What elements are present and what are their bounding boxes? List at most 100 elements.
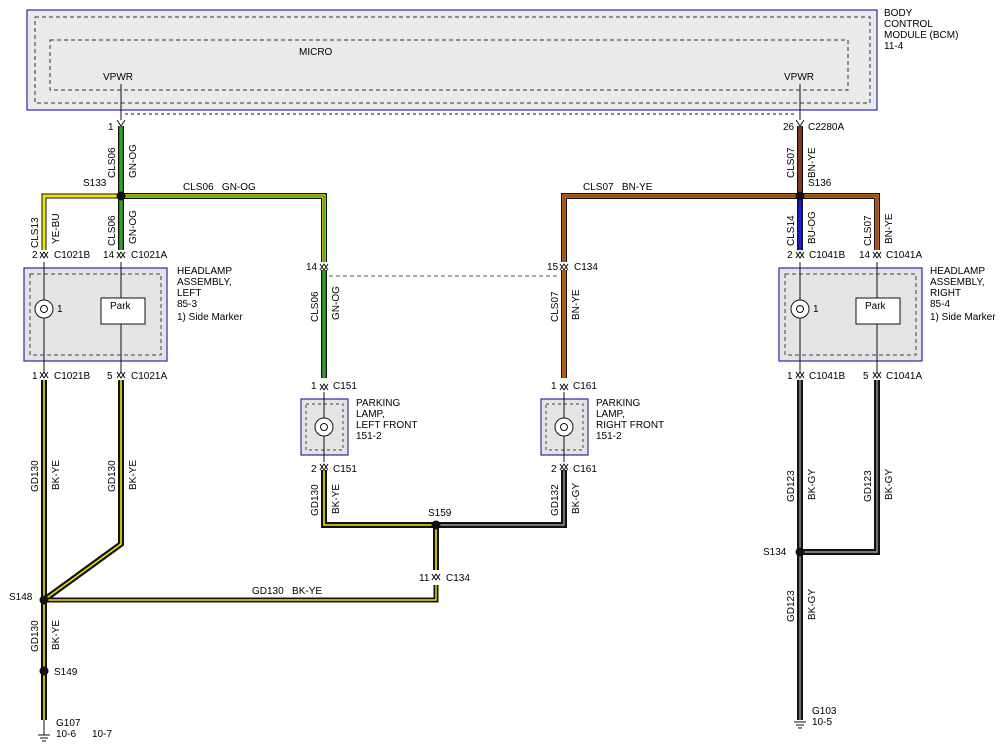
svg-text:GD130: GD130	[30, 460, 41, 492]
splice-s149	[39, 666, 49, 676]
pin-hl-left-bot-b: 5	[107, 371, 113, 382]
pin-hl-right-top-b: 14	[859, 250, 871, 261]
svg-text:CLS14: CLS14	[786, 215, 797, 246]
parking-lamp-right-bulb	[554, 417, 574, 437]
svg-text:GD130: GD130	[310, 484, 321, 516]
label-h-gd130: GD130 BK-YE	[252, 586, 322, 597]
label-h-cls06: CLS06 GN-OG	[183, 182, 256, 193]
hl-right-2: ASSEMBLY,	[930, 277, 985, 288]
hl-right-4: 85-4	[930, 299, 950, 310]
pl-left-1: PARKING	[356, 398, 400, 409]
svg-text:GD130: GD130	[30, 620, 41, 652]
bcm-inner-dashed	[34, 16, 871, 104]
conn-c151-top: C151	[333, 381, 357, 392]
wire-cls07-horizontal	[561, 193, 800, 262]
pin-hl-right-bot-a: 1	[787, 371, 793, 382]
hl-right-5: 1) Side Marker	[930, 312, 996, 323]
connector-chevrons	[39, 119, 882, 581]
hl-left-2: ASSEMBLY,	[177, 277, 232, 288]
conn-c161-top: C161	[573, 381, 597, 392]
bcm-title-3: MODULE (BCM)	[884, 30, 958, 41]
svg-text:BK-YE: BK-YE	[128, 460, 139, 490]
pin-hl-left-top-b: 14	[103, 250, 115, 261]
svg-text:GD123: GD123	[863, 470, 874, 502]
park-box-right	[855, 297, 901, 325]
conn-c134-top: C134	[574, 262, 598, 273]
svg-text:GD123: GD123	[786, 590, 797, 622]
label-s148: S148	[9, 592, 33, 603]
svg-text:BK-GY: BK-GY	[807, 589, 818, 620]
bcm-title-1: BODY	[884, 8, 913, 19]
ground-symbol-g107	[38, 720, 50, 742]
svg-text:GD132: GD132	[550, 484, 561, 516]
hl-left-4: 85-3	[177, 299, 197, 310]
wire-gd130-left-b	[42, 380, 124, 603]
hl-right-1: HEADLAMP	[930, 266, 985, 277]
parking-lamp-left-bulb	[314, 417, 334, 437]
label-g107-ref-a: 10-6	[56, 729, 76, 740]
label-g107-ref-b: 10-7	[92, 729, 112, 740]
splice-s148	[39, 595, 49, 605]
wire-cls13	[41, 193, 121, 250]
svg-text:GN-OG: GN-OG	[128, 144, 139, 178]
conn-c1021a-top: C1021A	[131, 250, 167, 261]
pin-pl-left-top: 1	[311, 381, 317, 392]
label-s159: S159	[428, 508, 452, 519]
conn-c1021b-top: C1021B	[54, 250, 90, 261]
pin-c134-ground: 11	[419, 573, 430, 584]
side-marker-bulb-left	[34, 299, 54, 319]
svg-text:GD130: GD130	[107, 460, 118, 492]
hl-left-1: HEADLAMP	[177, 266, 232, 277]
pin-c134-right: 15	[547, 262, 559, 273]
pin-hl-right-bot-b: 5	[863, 371, 869, 382]
park-label-left: Park	[110, 301, 132, 312]
svg-text:BK-GY: BK-GY	[807, 469, 818, 500]
conn-c1041a-bot: C1041A	[886, 371, 922, 382]
park-box-left	[100, 297, 146, 325]
label-s149: S149	[54, 667, 78, 678]
pl-right-3: RIGHT FRONT	[596, 420, 664, 431]
svg-text:GN-OG: GN-OG	[128, 210, 139, 244]
svg-text:CLS07: CLS07	[786, 147, 797, 178]
svg-text:CLS07: CLS07	[550, 291, 561, 322]
pin-c134-left: 14	[306, 262, 318, 273]
ground-symbol-g103	[794, 721, 806, 729]
pl-right-4: 151-2	[596, 431, 622, 442]
conn-c134-ground: C134	[446, 573, 470, 584]
svg-text:GN-OG: GN-OG	[331, 286, 342, 320]
wire-gd132-pl-right	[436, 470, 567, 528]
splice-s133	[116, 191, 126, 201]
label-g103: G103	[812, 706, 837, 717]
conn-c161-bot: C161	[573, 464, 597, 475]
svg-text:CLS07: CLS07	[863, 215, 874, 246]
pin-bcm-right: 26	[783, 122, 795, 133]
conn-c1041a-top: C1041A	[886, 250, 922, 261]
bcm-title-4: 11-4	[884, 41, 904, 52]
conn-c1021a-bot: C1021A	[131, 371, 167, 382]
conn-c151-bot: C151	[333, 464, 357, 475]
splice-s159	[431, 520, 441, 530]
vpwr-right-label: VPWR	[784, 72, 814, 83]
svg-text:BK-GY: BK-GY	[571, 483, 582, 514]
vertical-wire-labels: CLS06 GN-OG CLS13 YE-BU CLS06 GN-OG CLS0…	[30, 144, 895, 652]
label-s133: S133	[83, 178, 107, 189]
pin-pl-left-bot: 2	[311, 464, 317, 475]
wire-gd130-pl-left	[321, 470, 436, 528]
pin-pl-right-bot: 2	[551, 464, 557, 475]
pin-hl-right-top-a: 2	[787, 250, 793, 261]
label-s134: S134	[763, 547, 787, 558]
conn-c1041b-bot: C1041B	[809, 371, 845, 382]
svg-text:CLS06: CLS06	[310, 291, 321, 322]
wire-gd130-horizontal	[44, 585, 439, 603]
splice-s134	[795, 547, 805, 557]
marker-num-left: 1	[57, 304, 63, 315]
label-s136: S136	[808, 178, 832, 189]
svg-text:GD123: GD123	[786, 470, 797, 502]
vpwr-left-label: VPWR	[103, 72, 133, 83]
svg-text:BN-YE: BN-YE	[807, 147, 818, 178]
marker-num-right: 1	[813, 304, 819, 315]
svg-text:CLS13: CLS13	[30, 217, 41, 248]
pin-hl-left-top-a: 2	[32, 250, 38, 261]
bcm-module-box	[26, 9, 878, 111]
